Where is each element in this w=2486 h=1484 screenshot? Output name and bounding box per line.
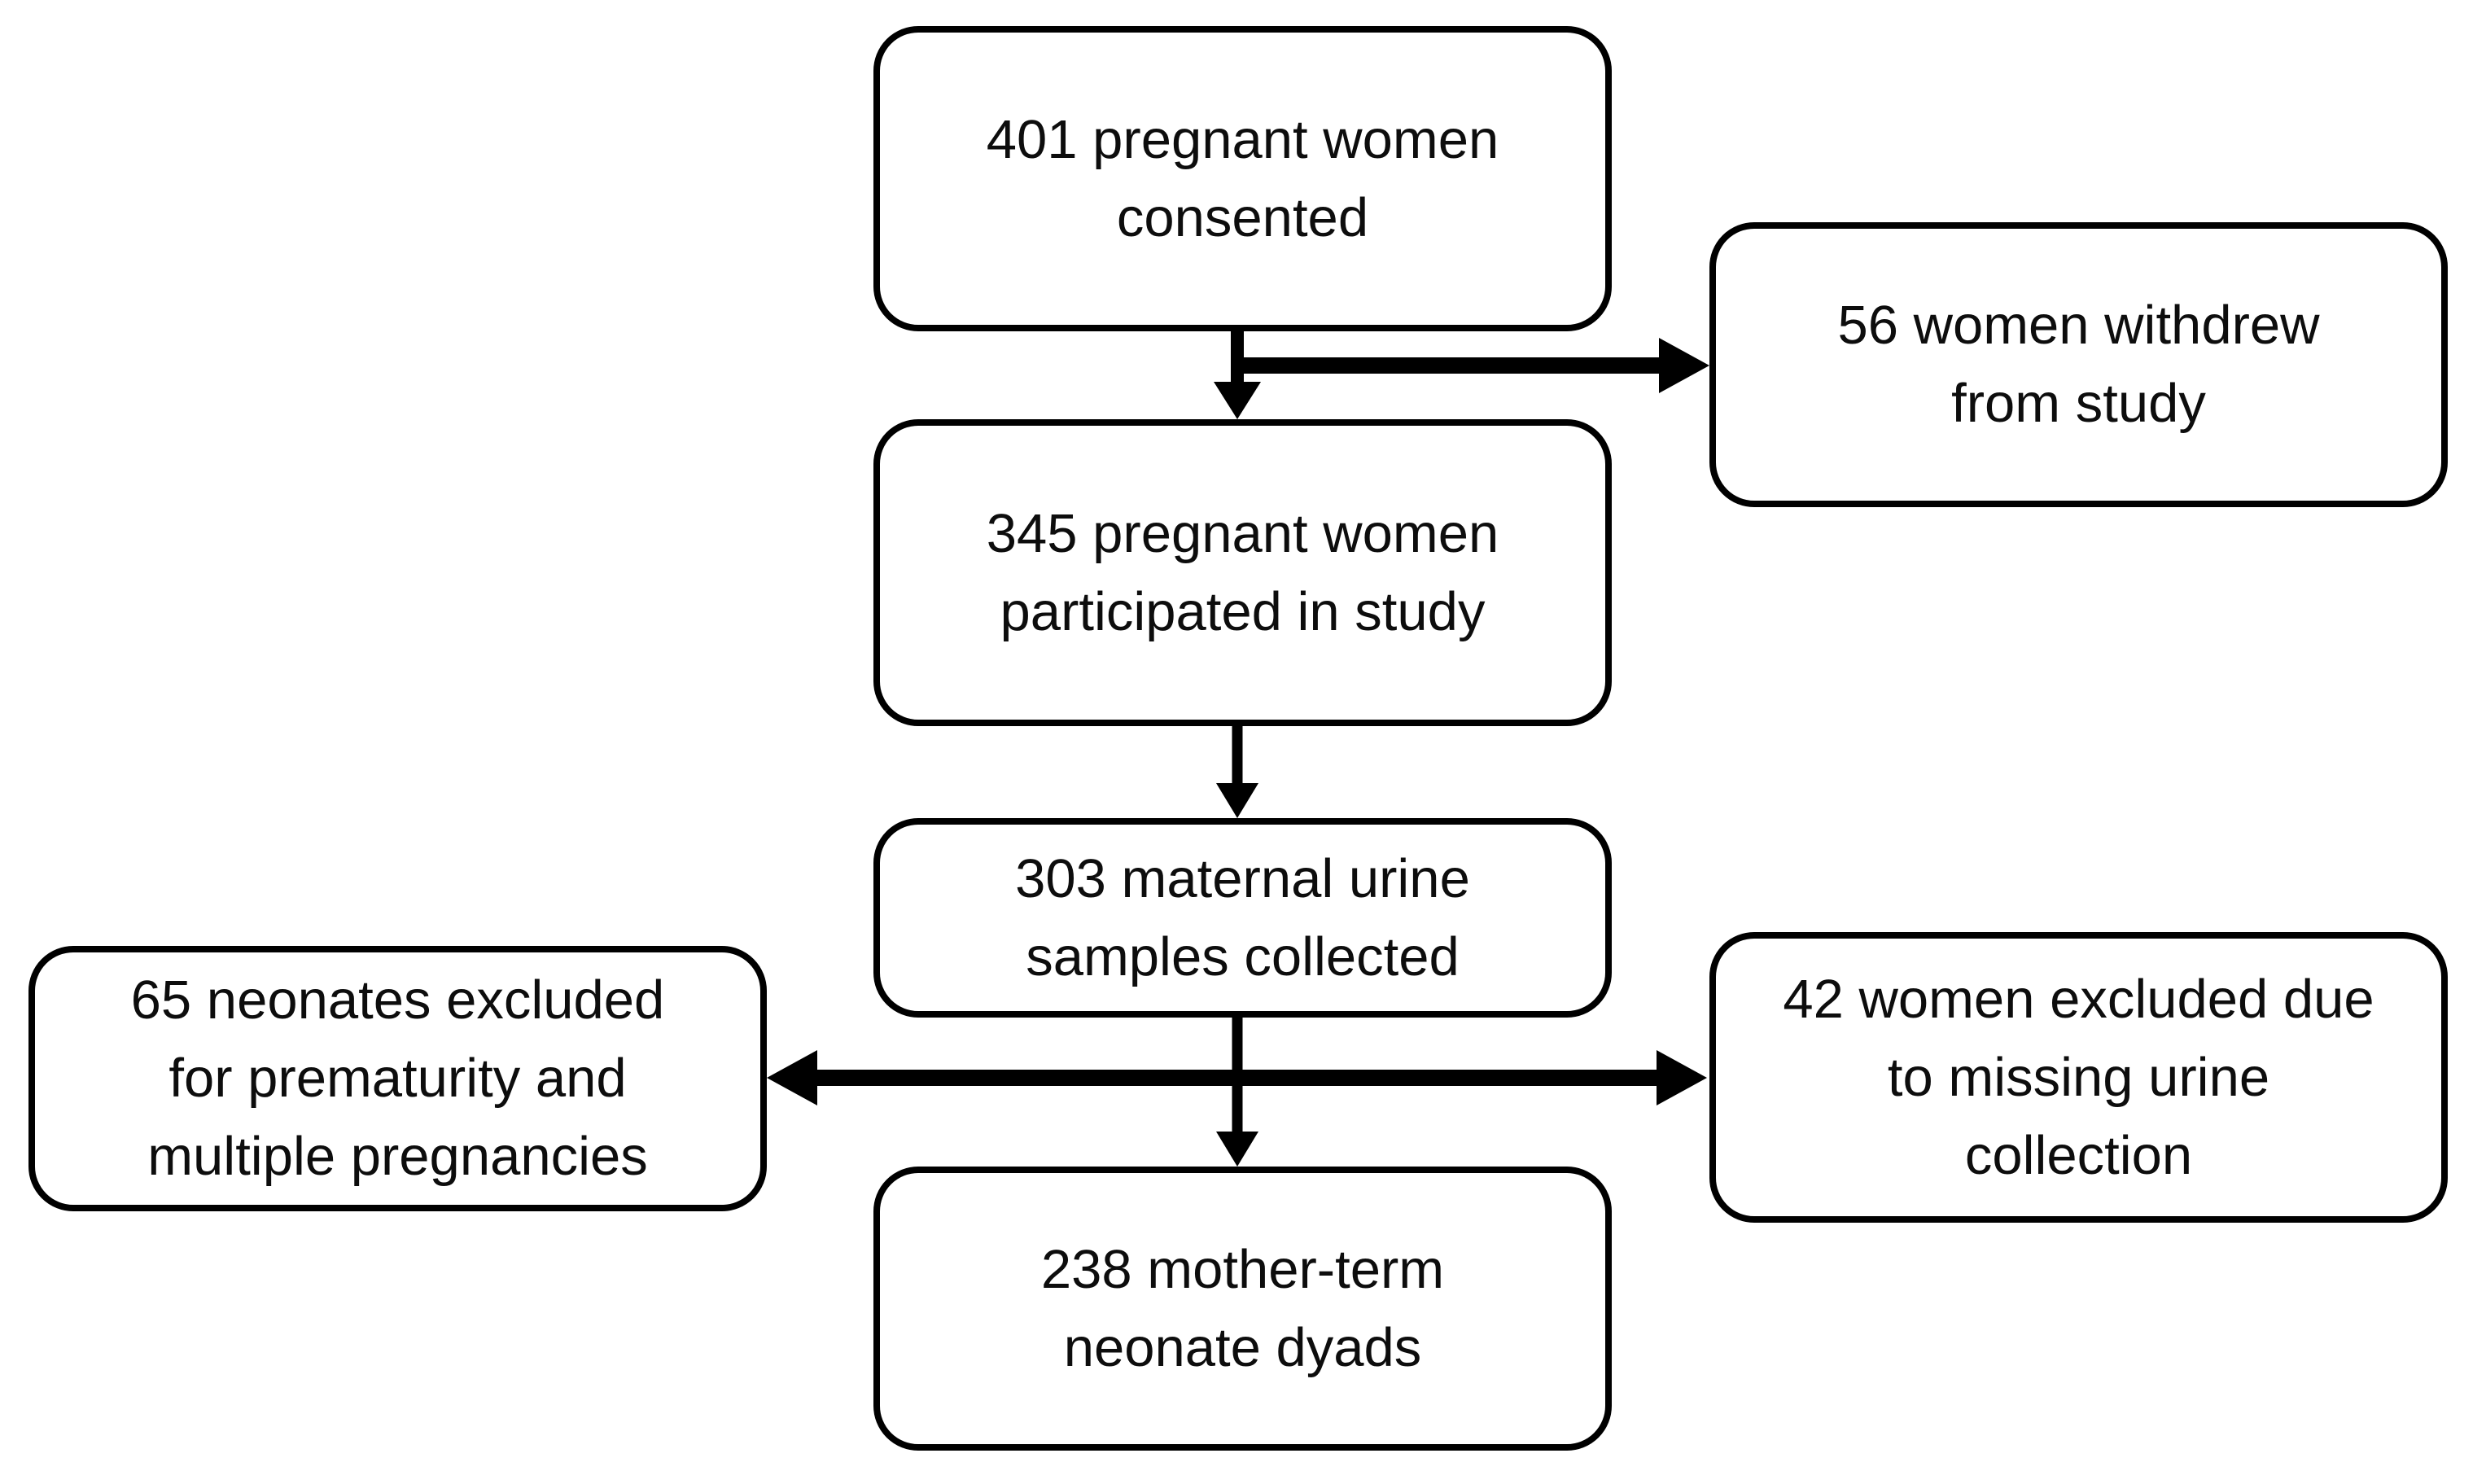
node-neonates-excluded: 65 neonates excluded for prematurity and… bbox=[28, 946, 767, 1211]
node-women-excluded-label: 42 women excluded due to missing urine c… bbox=[1783, 968, 2374, 1186]
arrow-urine-to-exclusions bbox=[767, 1050, 1707, 1105]
node-urine-samples-label: 303 maternal urine samples collected bbox=[1015, 847, 1470, 987]
node-withdrew-label: 56 women withdrew from study bbox=[1837, 295, 2320, 434]
node-dyads-label: 238 mother-term neonate dyads bbox=[1040, 1238, 1445, 1378]
node-consented-label: 401 pregnant women consented bbox=[986, 108, 1499, 248]
arrow-consented-to-participated bbox=[1214, 331, 1261, 419]
node-women-excluded: 42 women excluded due to missing urine c… bbox=[1709, 932, 2448, 1223]
node-withdrew: 56 women withdrew from study bbox=[1709, 222, 2448, 507]
arrow-urine-to-dyads bbox=[1216, 1018, 1258, 1167]
node-participated-label: 345 pregnant women participated in study bbox=[986, 502, 1499, 642]
node-urine-samples: 303 maternal urine samples collected bbox=[873, 818, 1612, 1018]
node-participated: 345 pregnant women participated in study bbox=[873, 419, 1612, 726]
node-dyads: 238 mother-term neonate dyads bbox=[873, 1167, 1612, 1451]
node-consented: 401 pregnant women consented bbox=[873, 26, 1612, 331]
arrow-participated-to-urine bbox=[1216, 726, 1258, 818]
node-neonates-excluded-label: 65 neonates excluded for prematurity and… bbox=[130, 970, 665, 1187]
arrow-consented-to-withdrew bbox=[1231, 338, 1709, 393]
